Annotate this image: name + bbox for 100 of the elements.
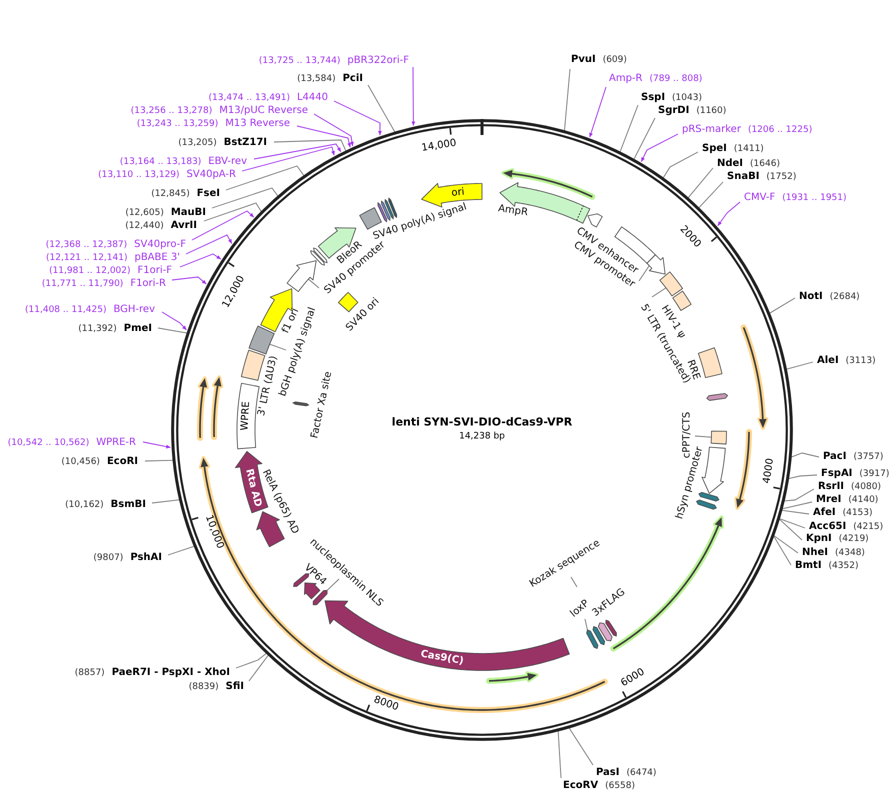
leader-line [152, 499, 180, 504]
primer-range: (1931 .. 1951) [782, 192, 847, 204]
leader-line [564, 68, 570, 132]
enzyme-name: AvrII [170, 220, 197, 232]
primer-name: BGH-rev [113, 304, 155, 316]
directional-feature [286, 259, 318, 293]
directional-feature [586, 212, 604, 229]
cut-position: (3113) [846, 356, 876, 366]
primer-name: F1ori-F [138, 265, 172, 277]
leader-line [242, 146, 335, 172]
primer-range: (13,474 .. 13,491) [208, 92, 290, 104]
enzyme-name: SnaBI [727, 171, 760, 183]
primer-name: F1ori-R [130, 278, 166, 290]
leader-line [570, 576, 578, 588]
feature-label: ori [451, 186, 466, 200]
enzyme-name: PvuI [571, 54, 596, 66]
leader-line [773, 536, 792, 566]
enzyme-name: RsrII [818, 481, 844, 493]
primer-range: (12,121 .. 12,141) [46, 252, 128, 264]
leader-line [274, 140, 346, 152]
primer-name: pRS-marker [682, 124, 741, 136]
feature-box [710, 430, 728, 446]
primer-range: (789 .. 808) [650, 74, 702, 84]
leader-line [589, 86, 606, 138]
plasmid-name: lenti SYN-SVI-DIO-dCas9-VPR [392, 415, 572, 429]
primer-range: (13,725 .. 13,744) [258, 56, 340, 66]
enzyme-name: EcoRV [563, 780, 598, 792]
cut-position: (1752) [766, 172, 796, 182]
feature-label: f1 ori [280, 306, 302, 336]
cut-position: (6558) [605, 780, 636, 792]
enzyme-name: Acc65I [809, 521, 846, 533]
cut-position: (1160) [696, 106, 726, 116]
leader-line [368, 84, 396, 132]
cut-position: (4219) [838, 534, 869, 544]
cut-position: (10,456) [61, 456, 100, 468]
leader-line [411, 66, 416, 126]
feature-box [658, 270, 684, 297]
leader-line [786, 362, 814, 370]
cut-position: (6474) [626, 768, 656, 778]
leader-line [168, 546, 195, 556]
leader-line [162, 312, 187, 330]
leader-line [584, 618, 588, 630]
primer-range: (11,981 .. 12,002) [49, 266, 131, 276]
feature-marker [604, 619, 618, 638]
leader-line [334, 100, 382, 136]
primer-name: EBV-rev [208, 156, 247, 168]
leader-line [778, 518, 802, 540]
primer-name: SV40pA-R [186, 169, 236, 181]
leader-line [638, 265, 650, 282]
leader-line [144, 460, 174, 462]
leader-line [698, 182, 724, 208]
leader-line [774, 535, 798, 554]
primer-name: M13 Reverse [225, 118, 290, 130]
directional-feature [498, 181, 591, 225]
cut-position: (3757) [853, 452, 884, 462]
enzyme-name: KpnI [806, 533, 832, 545]
enzyme-name: MreI [816, 494, 842, 506]
feature-label: WPRE [240, 402, 253, 432]
enzyme-name: BsmBI [110, 499, 146, 511]
leader-line [784, 488, 814, 502]
enzyme-name: NdeI [717, 158, 744, 170]
feature-label: Factor Xa site [309, 370, 335, 440]
leader-line [717, 202, 740, 226]
primer-name: pBR322ori-F [347, 55, 409, 67]
cut-position: (12,605) [125, 208, 164, 218]
feature-marker [291, 400, 310, 407]
enzyme-name: PasI [596, 767, 620, 779]
enzyme-name: SgrDI [658, 105, 690, 117]
enzyme-name: MauBI [170, 207, 206, 219]
enzyme-name: PshAI [130, 552, 162, 564]
leader-line [204, 202, 262, 222]
cut-position: (609) [602, 54, 627, 66]
leader-line [640, 134, 678, 162]
leader-line [248, 654, 269, 682]
feature-box [248, 325, 276, 355]
feature-marker [585, 628, 599, 650]
primer-range: (13,256 .. 13,278) [130, 106, 212, 116]
cut-position: (8839) [188, 682, 219, 692]
leader-line [236, 652, 267, 668]
feature-marker [309, 247, 329, 267]
leader-line [254, 144, 342, 160]
leader-line [180, 254, 222, 268]
cut-position: (10,162) [65, 500, 104, 510]
primer-range: (13,110 .. 13,129) [98, 170, 180, 180]
enzyme-name: NotI [799, 291, 823, 303]
primer-name: WPRE-R [96, 437, 136, 449]
cut-position: (4348) [835, 548, 865, 558]
primer-range: (12,368 .. 12,387) [46, 240, 128, 250]
leader-line [558, 730, 562, 778]
cut-position: (4080) [851, 482, 881, 492]
cut-position: (1646) [750, 158, 780, 170]
enzyme-name: PaeR7I - PspXI - XhoI [112, 667, 230, 679]
feature-marker [312, 589, 329, 606]
leader-line [688, 168, 714, 198]
leader-line [308, 278, 320, 288]
enzyme-name: NheI [802, 547, 828, 559]
feature-marker [591, 625, 606, 646]
feature-marker [705, 392, 729, 402]
feature-marker [597, 621, 614, 642]
enzyme-name: SspI [641, 92, 666, 104]
